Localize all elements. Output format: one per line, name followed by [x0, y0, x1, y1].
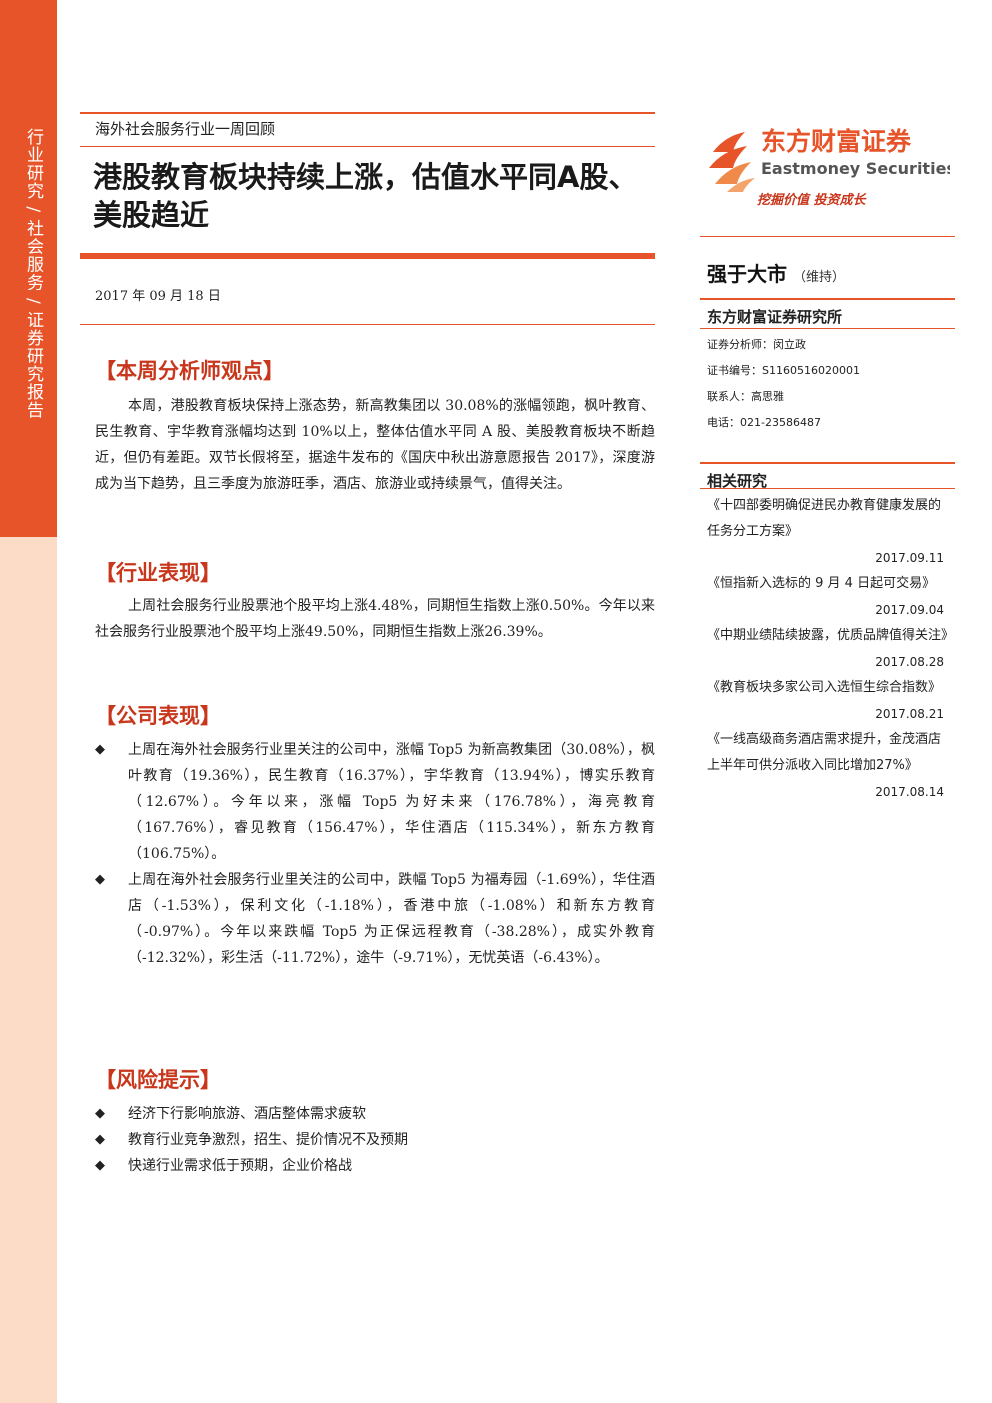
- flame-logo-icon: 东方财富证券 Eastmoney Securities 挖掘价值 投资成长: [709, 127, 956, 208]
- list-item: ◆经济下行影响旅游、酒店整体需求疲软: [95, 1101, 655, 1127]
- section-title-company: 【公司表现】: [95, 704, 221, 728]
- list-item[interactable]: 《一线高级商务酒店需求提升，金茂酒店上半年可供分派收入同比增加27%》 2017…: [707, 727, 952, 805]
- rating-bottom-rule: [700, 298, 955, 300]
- brand-name-cn: 东方财富证券: [761, 127, 912, 156]
- sidebar-accent-block: [0, 0, 57, 537]
- related-title-rule: [700, 488, 955, 489]
- related-date: 2017.09.04: [875, 603, 944, 617]
- list-item[interactable]: 《恒指新入选标的 9 月 4 日起可交易》 2017.09.04: [707, 571, 952, 623]
- institute-rule: [700, 328, 955, 329]
- eastmoney-logo: 东方财富证券 Eastmoney Securities 挖掘价值 投资成长: [705, 122, 956, 210]
- institute-name: 东方财富证券研究所: [707, 308, 843, 326]
- list-item: ◆快递行业需求低于预期，企业价格战: [95, 1153, 655, 1179]
- list-item[interactable]: 《教育板块多家公司入选恒生综合指数》 2017.08.21: [707, 675, 952, 727]
- page-title: 港股教育板块持续上涨，估值水平同A股、美股趋近: [93, 160, 638, 232]
- related-title[interactable]: 《一线高级商务酒店需求提升，金茂酒店上半年可供分派收入同比增加27%》: [707, 732, 942, 773]
- diamond-bullet-icon: ◆: [95, 872, 105, 887]
- diamond-bullet-icon: ◆: [95, 1132, 105, 1147]
- related-research-list: 《十四部委明确促进民办教育健康发展的任务分工方案》 2017.09.11 《恒指…: [707, 493, 955, 805]
- related-title[interactable]: 《十四部委明确促进民办教育健康发展的任务分工方案》: [707, 498, 942, 539]
- header-top-rule: [80, 112, 655, 114]
- header-sub-rule: [80, 146, 655, 147]
- contact-person: 联系人：高思雅: [707, 390, 784, 403]
- brand-slogan: 挖掘价值 投资成长: [757, 192, 868, 208]
- rating-status: （维持）: [793, 270, 846, 285]
- list-item[interactable]: 《中期业绩陆续披露，优质品牌值得关注》 2017.08.28: [707, 623, 955, 675]
- related-date: 2017.08.21: [875, 707, 944, 721]
- contact-phone: 电话：021-23586487: [707, 416, 821, 429]
- sidebar: 行业研究 / 社会服务 / 证券研究报告: [0, 0, 57, 1403]
- brand-name-en: Eastmoney Securities: [761, 159, 950, 178]
- risk-bullet-list: ◆经济下行影响旅游、酒店整体需求疲软 ◆教育行业竞争激烈，招生、提价情况不及预期…: [95, 1101, 655, 1179]
- list-item[interactable]: 《十四部委明确促进民办教育健康发展的任务分工方案》 2017.09.11: [707, 493, 952, 571]
- list-item: ◆上周在海外社会服务行业里关注的公司中，涨幅 Top5 为新高教集团（30.08…: [95, 737, 655, 867]
- section-title-industry: 【行业表现】: [95, 561, 221, 585]
- view-paragraph: 本周，港股教育板块保持上涨态势，新高教集团以 30.08%的涨幅领跑，枫叶教育、…: [95, 398, 655, 492]
- rating-top-rule: [700, 236, 955, 237]
- list-item: ◆上周在海外社会服务行业里关注的公司中，跌幅 Top5 为福寿园（-1.69%）…: [95, 867, 655, 971]
- related-date: 2017.09.11: [875, 551, 944, 565]
- rating: 强于大市 （维持）: [707, 258, 845, 287]
- related-date: 2017.08.28: [875, 655, 944, 669]
- diamond-bullet-icon: ◆: [95, 1106, 105, 1121]
- related-title[interactable]: 《教育板块多家公司入选恒生综合指数》: [707, 680, 942, 695]
- list-item: ◆教育行业竞争激烈，招生、提价情况不及预期: [95, 1127, 655, 1153]
- report-date: 2017 年 09 月 18 日: [95, 289, 221, 304]
- report-category-label: 行业研究 / 社会服务 / 证券研究报告: [23, 128, 43, 420]
- rating-value: 强于大市: [707, 262, 787, 286]
- diamond-bullet-icon: ◆: [95, 742, 105, 757]
- related-date: 2017.08.14: [875, 785, 944, 799]
- related-research-title: 相关研究: [707, 472, 768, 490]
- report-series-label: 海外社会服务行业一周回顾: [95, 120, 276, 138]
- title-bottom-rule: [80, 253, 655, 259]
- analyst-cert: 证书编号：S1160516020001: [707, 364, 860, 377]
- analyst-name: 证券分析师：闵立政: [707, 338, 806, 351]
- date-rule: [80, 324, 655, 325]
- section-title-view: 【本周分析师观点】: [95, 359, 284, 383]
- company-bullet-list: ◆上周在海外社会服务行业里关注的公司中，涨幅 Top5 为新高教集团（30.08…: [95, 737, 655, 971]
- related-title[interactable]: 《中期业绩陆续披露，优质品牌值得关注》: [707, 628, 955, 643]
- diamond-bullet-icon: ◆: [95, 1158, 105, 1173]
- industry-paragraph: 上周社会服务行业股票池个股平均上涨4.48%，同期恒生指数上涨0.50%。今年以…: [95, 598, 655, 640]
- related-top-rule: [700, 462, 955, 464]
- related-title[interactable]: 《恒指新入选标的 9 月 4 日起可交易》: [707, 576, 936, 591]
- section-title-risk: 【风险提示】: [95, 1068, 221, 1092]
